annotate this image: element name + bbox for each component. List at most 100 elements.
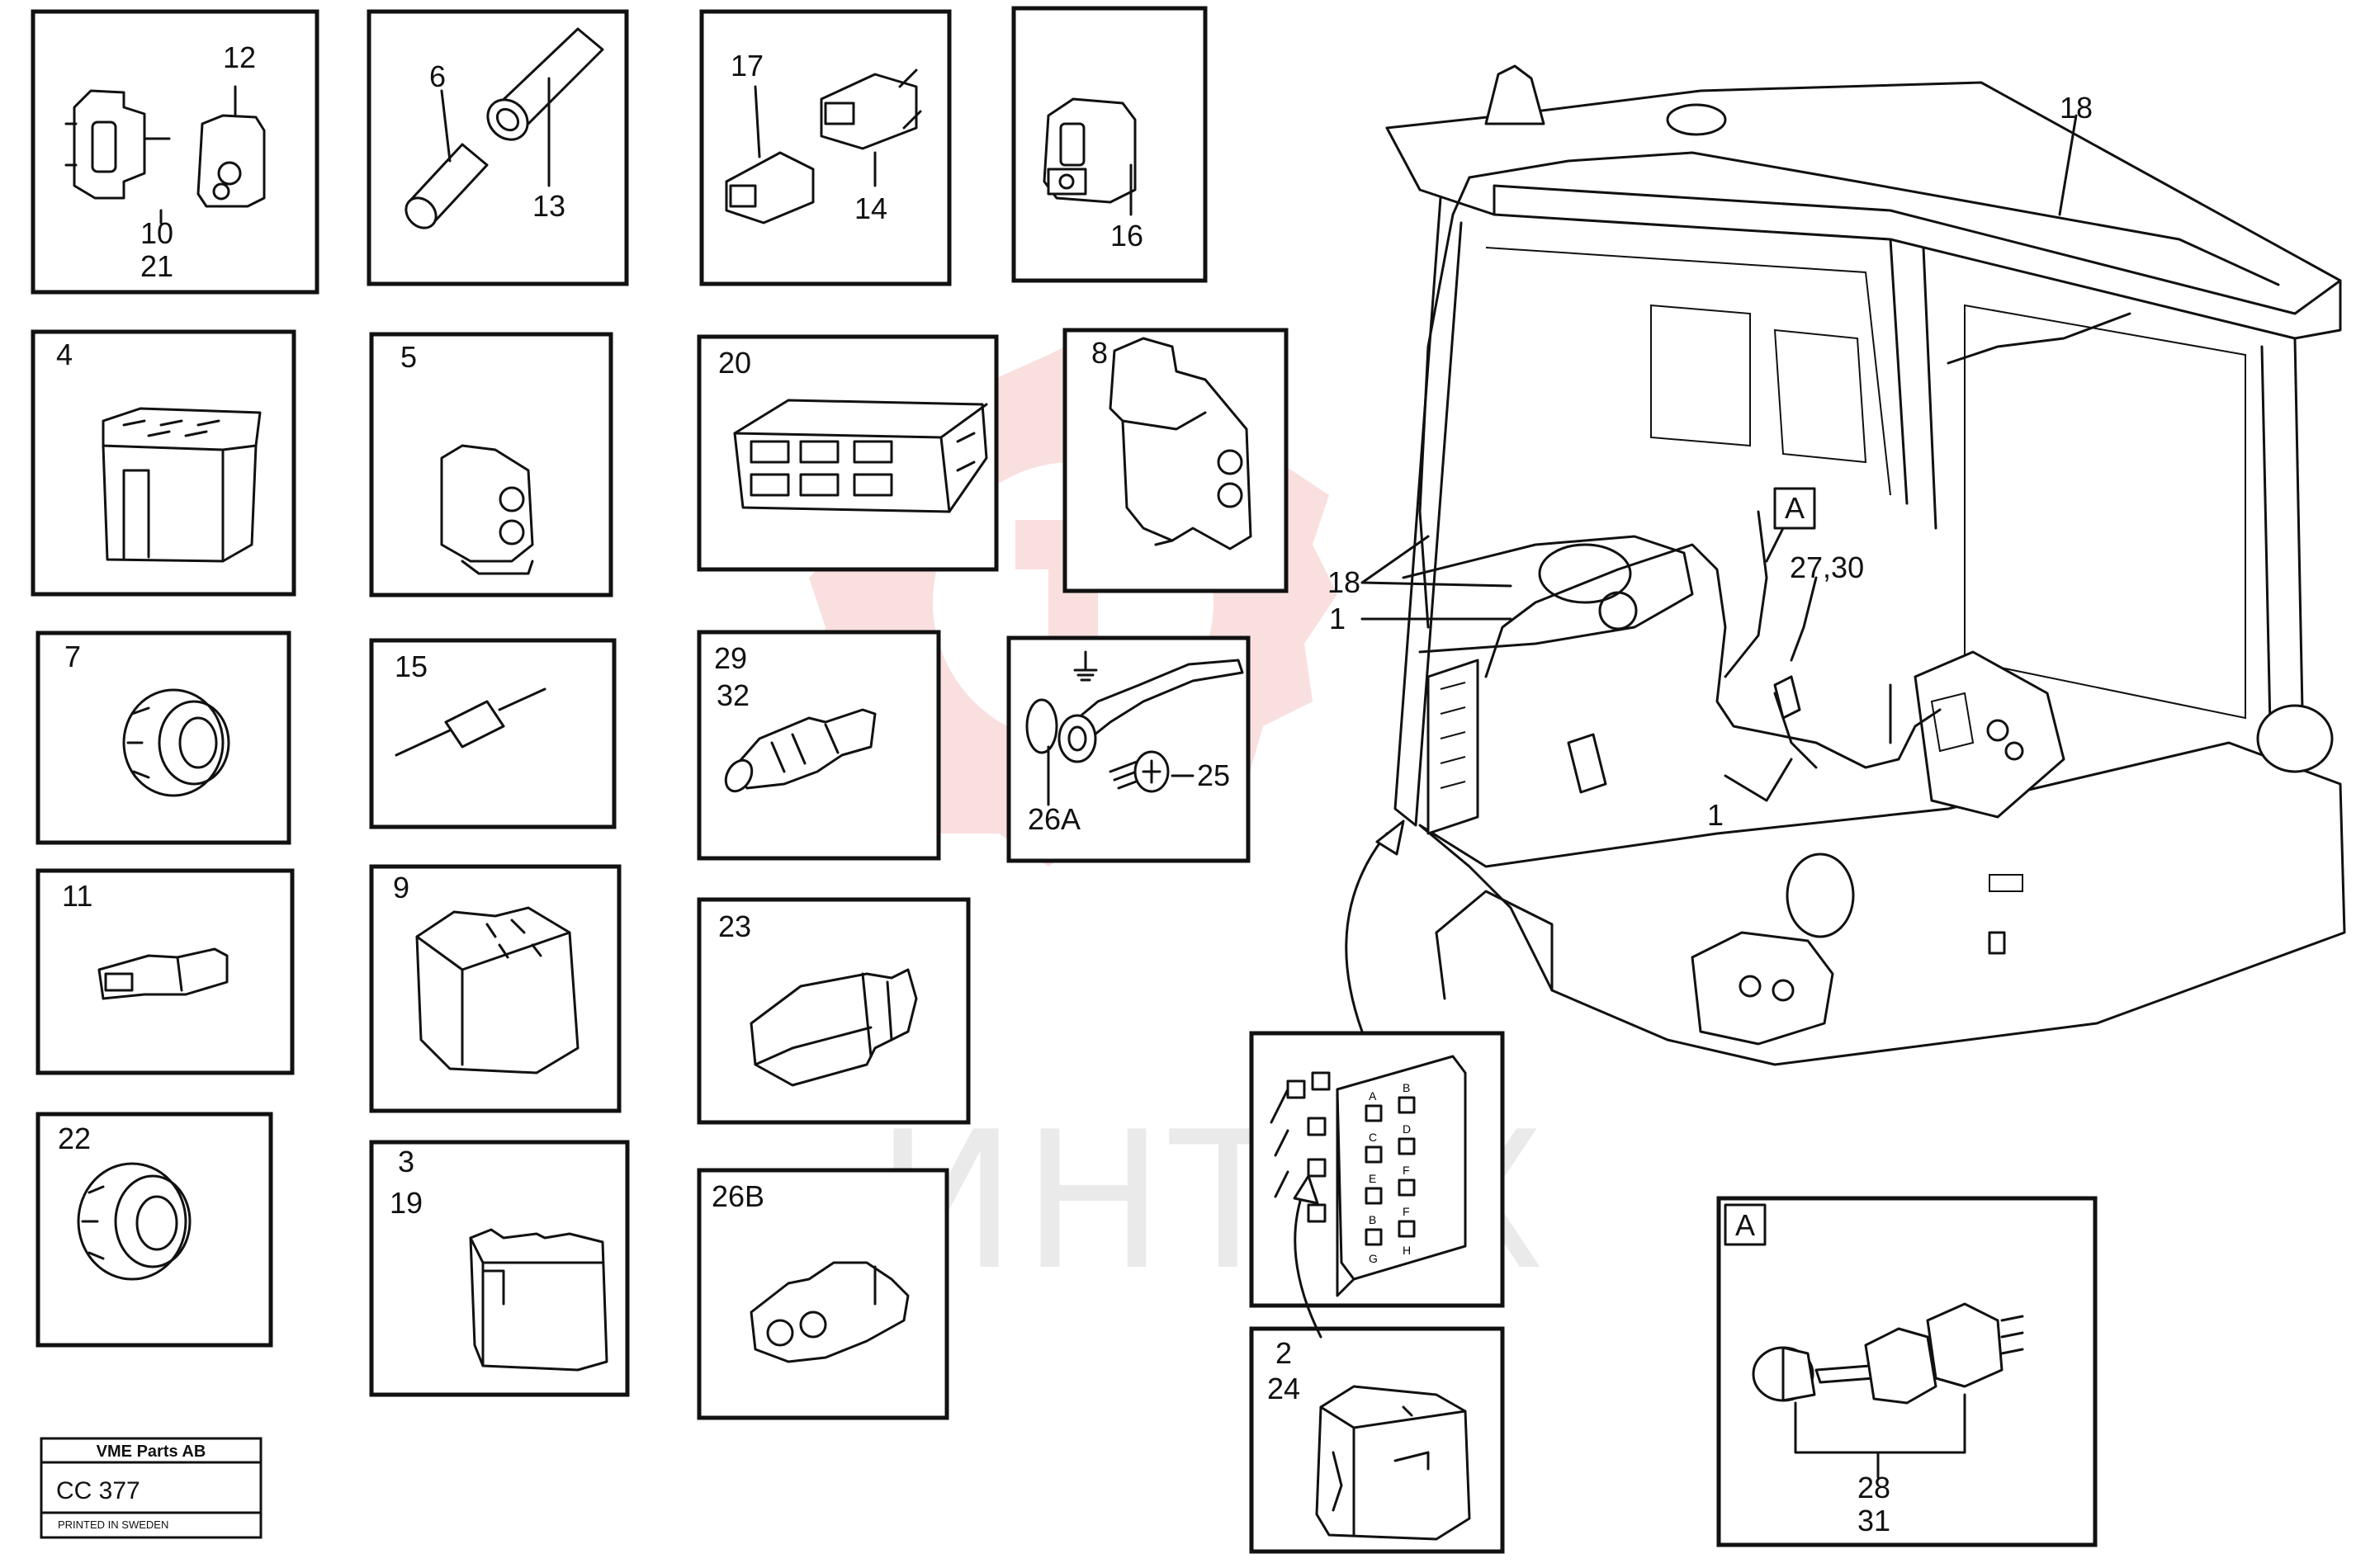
- detail-a-tag-frame: [1724, 1203, 1767, 1246]
- label-26a: 26A: [1028, 802, 1081, 836]
- label-cab-27-30: 27,30: [1790, 550, 1864, 584]
- label-12: 12: [223, 40, 256, 74]
- label-31: 31: [1857, 1504, 1890, 1537]
- label-3: 3: [398, 1145, 414, 1178]
- label-7: 7: [64, 640, 81, 673]
- label-17: 17: [731, 49, 764, 83]
- label-14: 14: [854, 191, 887, 225]
- panel-frame: [369, 638, 617, 829]
- label-23: 23: [718, 909, 751, 943]
- panel-grommet-7: 7: [35, 631, 291, 845]
- pointer-arrow-2: [1294, 1187, 1322, 1339]
- panel-terminal-29-32: 29 32: [697, 630, 941, 861]
- label-26b: 26B: [712, 1179, 764, 1213]
- panel-frame: [31, 9, 319, 295]
- label-11: 11: [62, 879, 92, 913]
- housing-3-drawing: [469, 1228, 608, 1372]
- panel-detail-a-switch: A 28 31: [1716, 1196, 2098, 1547]
- pointer-arrow: [1345, 832, 1389, 1033]
- fuse-letter-b: B: [1403, 1081, 1410, 1094]
- fuse-letter-d: D: [1403, 1122, 1411, 1136]
- label-25: 25: [1197, 758, 1230, 792]
- fuse-letter-f: F: [1403, 1164, 1410, 1177]
- rotary-switch-drawing: [1752, 1302, 2024, 1405]
- flat-connector-drawing: [725, 68, 922, 224]
- panel-frame: [699, 9, 952, 286]
- panel-connector-26b: 26B: [697, 1168, 949, 1420]
- label-32: 32: [717, 678, 750, 712]
- stamp-footer: PRINTED IN SWEDEN: [58, 1518, 168, 1531]
- relay-2-drawing: [1315, 1385, 1471, 1541]
- connector-16-drawing: [1043, 97, 1137, 204]
- connector-5-drawing: [440, 444, 534, 575]
- connector-11-drawing: [97, 947, 229, 1000]
- stamp-code: CC 377: [56, 1477, 140, 1504]
- cab-wiring: [1418, 151, 2280, 769]
- pointer-arrowhead-2: [1293, 1174, 1319, 1205]
- fuse-letter-c: C: [1369, 1131, 1377, 1144]
- connector-12-drawing: [196, 85, 266, 208]
- panel-housing-9: 9: [369, 864, 622, 1113]
- label-8: 8: [1091, 336, 1108, 370]
- grommet-22-drawing: [77, 1162, 192, 1281]
- label-2: 2: [1275, 1336, 1292, 1370]
- fuse-letter-h: H: [1403, 1244, 1411, 1257]
- label-20: 20: [718, 346, 751, 380]
- title-stamp: VME Parts AB CC 377 PRINTED IN SWEDEN: [40, 1437, 263, 1539]
- cab-detail-tag: A: [1785, 491, 1805, 525]
- ground-drawing: [1025, 650, 1244, 806]
- label-9: 9: [393, 871, 409, 904]
- fuse-letter-g: G: [1369, 1252, 1378, 1265]
- panel-fuse-board: A B C D E F B F G H: [1249, 1031, 1505, 1308]
- fuse-board-drawing: [1270, 1055, 1467, 1297]
- label-4: 4: [56, 338, 73, 371]
- diode-15-drawing: [395, 687, 546, 757]
- housing-4-drawing: [102, 407, 262, 563]
- label-6: 6: [429, 59, 446, 93]
- fuse-letters: A B C D E F B F G H: [1369, 1081, 1411, 1265]
- housing-9-drawing: [415, 906, 580, 1074]
- connector-8-drawing: [1109, 337, 1252, 550]
- panel-connector-8: 8: [1062, 328, 1289, 593]
- fuse-letter-e: E: [1369, 1172, 1376, 1185]
- label-16: 16: [1110, 219, 1143, 253]
- label-5: 5: [400, 340, 417, 374]
- label-cab-18-top: 18: [2060, 91, 2093, 125]
- detail-a-tag: A: [1735, 1208, 1755, 1242]
- panel-connector-5: 5: [369, 332, 613, 597]
- pointer-arrowhead: [1375, 819, 1405, 856]
- panel-connector-23: 23: [697, 897, 971, 1125]
- label-22: 22: [58, 1122, 91, 1155]
- label-28: 28: [1857, 1471, 1890, 1504]
- label-13: 13: [532, 189, 565, 223]
- fuse-letter-a: A: [1369, 1089, 1377, 1103]
- panel-connector-10-12: 12 10 21: [31, 9, 319, 295]
- panel-diode-15: 15: [369, 638, 617, 829]
- panel-relay-2-24: 2 24: [1249, 1326, 1505, 1554]
- label-24: 24: [1267, 1372, 1300, 1405]
- label-10: 10: [140, 216, 173, 250]
- panel-fuse-block-20: 20: [697, 334, 999, 572]
- panel-housing-4: 4: [31, 329, 296, 597]
- stamp-company: VME Parts AB: [97, 1443, 206, 1461]
- label-19: 19: [390, 1186, 423, 1220]
- label-29: 29: [714, 641, 747, 675]
- connector-23-drawing: [750, 968, 918, 1087]
- panel-flat-connector-17-14: 17 14: [699, 9, 952, 286]
- panel-butt-connector-6-13: 6 13: [367, 9, 629, 286]
- panel-frame: [697, 897, 971, 1125]
- panel-ground-25-26a: 25 26A: [1006, 635, 1251, 863]
- block-20-drawing: [733, 399, 988, 513]
- label-cab-1-bottom: 1: [1707, 798, 1724, 832]
- cab-overview-drawing: 18 18 1 1 27,30 A: [1293, 64, 2346, 1339]
- fuse-letter-b2: B: [1369, 1213, 1376, 1226]
- label-21: 21: [140, 249, 173, 283]
- connector-26b-drawing: [750, 1261, 910, 1363]
- panel-grommet-22: 22: [35, 1112, 273, 1348]
- panel-housing-3-19: 3 19: [369, 1140, 630, 1397]
- cab-body: [1385, 64, 2346, 1066]
- terminal-29-drawing: [724, 708, 877, 793]
- fuse-letter-f2: F: [1403, 1205, 1410, 1218]
- stamp-frame: [40, 1437, 263, 1539]
- label-15: 15: [395, 649, 428, 683]
